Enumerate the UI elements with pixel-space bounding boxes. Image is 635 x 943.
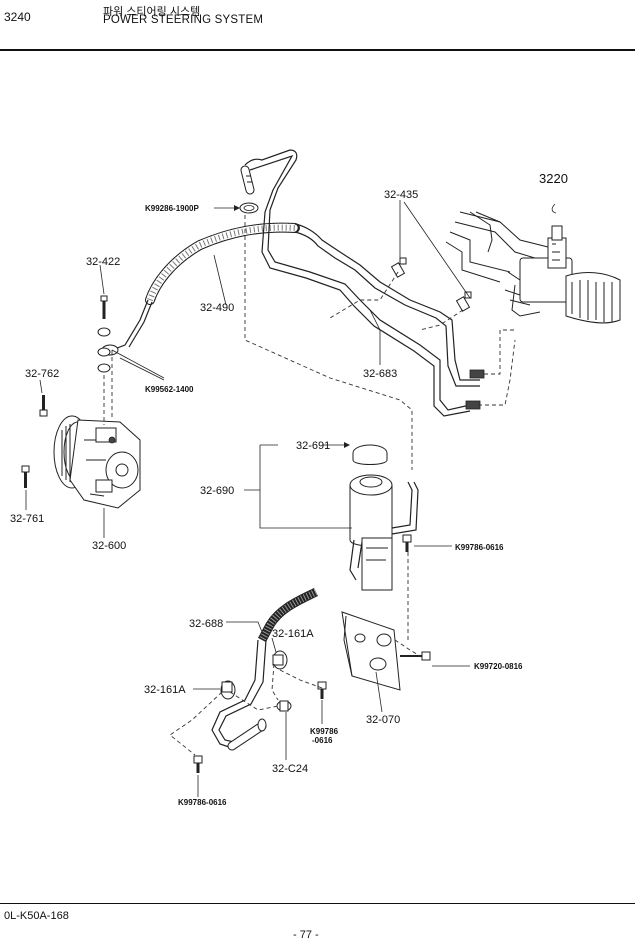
label-32-600: 32-600 — [92, 540, 126, 552]
reservoir-bracket — [341, 611, 431, 691]
return-pipe — [239, 149, 485, 417]
bolt-32-762 — [39, 395, 48, 417]
label-32-691: 32-691 — [296, 440, 330, 452]
bolt-k99786-lower — [193, 755, 203, 773]
washers-k99562 — [97, 327, 111, 373]
bolt-k99786-clip — [317, 681, 327, 699]
clamp-32-c24 — [276, 700, 292, 712]
footer-rule — [0, 903, 635, 904]
label-32-762: 32-762 — [25, 368, 59, 380]
label-32-161a-upper: 32-161A — [272, 628, 314, 640]
label-k99562-1400: K99562-1400 — [145, 385, 194, 394]
label-32-683: 32-683 — [363, 368, 397, 380]
bolt-k99786-reservoir — [402, 534, 412, 552]
assembly-guide-lines — [103, 215, 516, 756]
pressure-hose — [101, 222, 480, 387]
bolt-32-422 — [100, 295, 108, 319]
title-english: POWER STEERING SYSTEM — [103, 14, 264, 26]
reservoir — [349, 444, 419, 591]
label-32-422: 32-422 — [86, 256, 120, 268]
steering-gear-assembly — [445, 211, 621, 324]
label-32-c24: 32-C24 — [272, 763, 308, 775]
page-number: - 77 - — [293, 929, 319, 941]
leader-lines — [25, 200, 557, 797]
header-rule — [0, 49, 635, 51]
catalog-code: 0L-K50A-168 — [4, 910, 69, 922]
label-32-761: 32-761 — [10, 513, 44, 525]
label-32-490: 32-490 — [200, 302, 234, 314]
clip-32-161a-lower — [220, 680, 236, 700]
label-32-690: 32-690 — [200, 485, 234, 497]
label-32-435: 32-435 — [384, 189, 418, 201]
power-steering-pump — [53, 415, 141, 509]
label-32-070: 32-070 — [366, 714, 400, 726]
section-code: 3240 — [4, 10, 31, 24]
label-k99286-1900p: K99286-1900P — [145, 204, 199, 213]
clip-32-161a-upper — [272, 650, 288, 670]
label-32-161a-lower: 32-161A — [144, 684, 186, 696]
label-k99786-clip-line2: -0616 — [312, 736, 333, 745]
return-hose — [211, 587, 319, 751]
label-k99786-0616-lower: K99786-0616 — [178, 798, 227, 807]
fittings — [390, 257, 472, 312]
label-k99786-0616-reservoir: K99786-0616 — [455, 543, 504, 552]
bolt-32-761 — [21, 465, 30, 488]
label-32-688: 32-688 — [189, 618, 223, 630]
label-k99786-clip-line1: K99786 — [310, 727, 339, 736]
ref-3220-label: 3220 — [539, 171, 568, 186]
label-k99720-0816: K99720-0816 — [474, 662, 523, 671]
title-korean: 파워 스티어링 시스템 — [103, 6, 201, 18]
